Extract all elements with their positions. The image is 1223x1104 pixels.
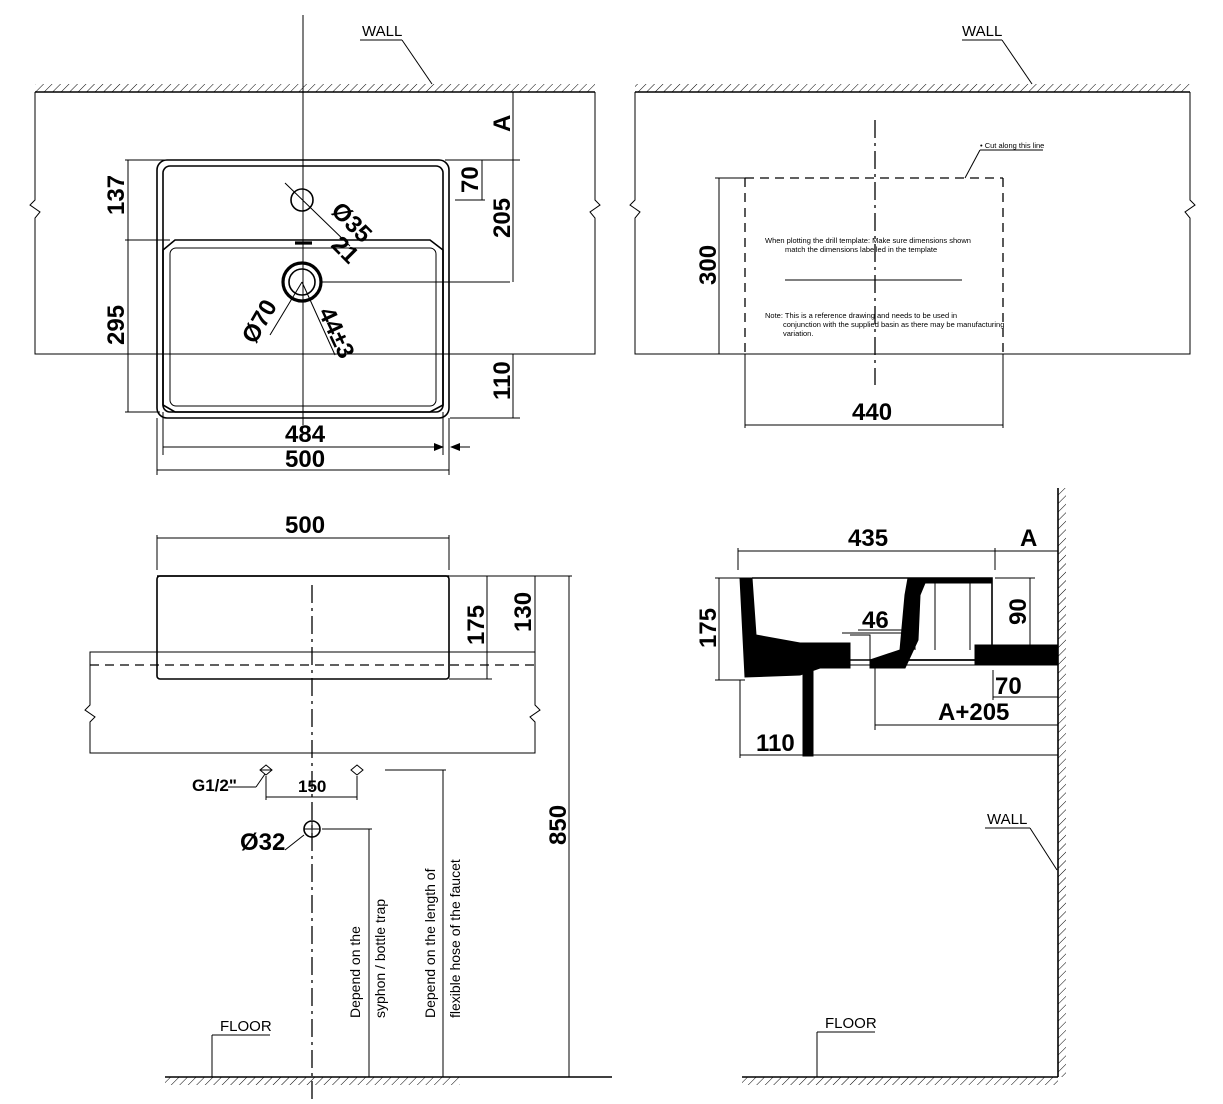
wall-hatch-side (1058, 488, 1066, 1077)
dim-484: 484 (285, 421, 326, 448)
faucet-hole (290, 188, 314, 212)
dim-300: 300 (695, 245, 722, 285)
basin-front (156, 575, 450, 680)
floor-label: FLOOR (220, 1018, 272, 1035)
wall-hatch-right (635, 84, 1190, 92)
cut-line-label: • Cut along this line (980, 141, 1044, 150)
dim-110: 110 (489, 361, 516, 400)
dim-500-plan: 500 (285, 446, 325, 473)
dim-175-front: 175 (463, 605, 490, 645)
note1-line2: match the dimensions labelled in the tem… (785, 245, 937, 254)
wall-label: WALL (362, 23, 402, 40)
note1-line1: When plotting the drill template: Make s… (765, 236, 971, 245)
dim-70: 70 (457, 166, 484, 193)
supply-valve-right-icon (350, 764, 364, 776)
dim-435: 435 (848, 525, 888, 552)
basin-section (739, 577, 851, 678)
wall-hatch (35, 84, 595, 92)
side-section: WALL 435 A 175 90 46 70 A+205 (695, 488, 1066, 1085)
dim-70-side: 70 (995, 673, 1022, 700)
syphon-note-1: Depend on the (347, 926, 363, 1018)
g-half-label: G1/2" (192, 776, 237, 795)
dim-175-side: 175 (695, 608, 722, 648)
hose-note-2: flexible hose of the faucet (447, 859, 463, 1018)
dim-205: 205 (489, 198, 516, 238)
dim-850: 850 (545, 805, 572, 845)
note2-line2: conjunction with the supplied basin as t… (783, 320, 1004, 329)
waste-outlet-icon (303, 820, 321, 838)
dim-440: 440 (852, 399, 892, 426)
note2-line3: variation. (783, 329, 813, 338)
dim-500-front: 500 (285, 512, 325, 539)
dim-150: 150 (298, 777, 326, 796)
dim-a205: A+205 (938, 699, 1009, 726)
supply-valve-left-icon (259, 764, 273, 776)
dim-295: 295 (103, 305, 130, 345)
wall-label-side: WALL (987, 811, 1027, 828)
syphon-note-2: syphon / bottle trap (372, 899, 388, 1018)
dim-130: 130 (510, 592, 537, 632)
floor-hatch (165, 1077, 460, 1085)
note2-line1: Note: This is a reference drawing and ne… (765, 311, 957, 320)
d32-label: Ø32 (240, 829, 285, 856)
floor-hatch-side (742, 1077, 1058, 1085)
template-view: WALL 440 300 • Cut along this line When … (629, 23, 1196, 428)
dim-110-side: 110 (756, 730, 795, 757)
dim-a-side: A (1020, 525, 1037, 552)
dim-137: 137 (103, 175, 130, 215)
dim-d70: Ø70 (237, 295, 283, 348)
floor-label-side: FLOOR (825, 1015, 877, 1032)
dim-90: 90 (1005, 598, 1032, 625)
plan-view: WALL Ø35 21 Ø70 44±3 137 295 (29, 15, 601, 475)
hose-note-1: Depend on the length of (422, 868, 438, 1018)
front-elevation: 500 175 130 850 150 G1/2" (84, 512, 612, 1104)
dim-46: 46 (862, 607, 889, 634)
dim-a: A (489, 115, 516, 132)
wall-label-right: WALL (962, 23, 1002, 40)
